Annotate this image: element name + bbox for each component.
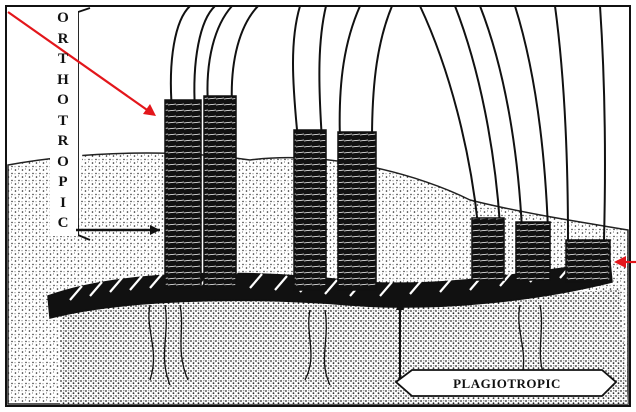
orthotropic-label: O R T H O T R O P I C (52, 8, 74, 234)
plagiotropic-label: PLAGIOTROPIC (412, 373, 602, 395)
